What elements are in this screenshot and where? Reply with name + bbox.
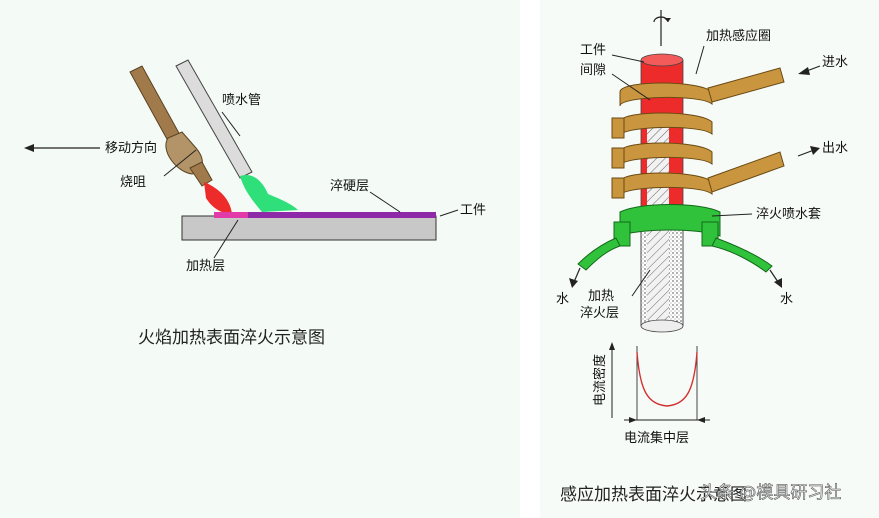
jacket-leader (711, 213, 753, 217)
heating-layer (214, 212, 248, 218)
current-density-plot (609, 342, 710, 423)
hardened-layer-label: 淬硬层 (330, 179, 369, 194)
pipe-leader (221, 111, 241, 137)
heat-layer-leader (631, 269, 651, 297)
water-in-label: 进水 (822, 55, 848, 70)
induction-caption: 感应加热表面淬火示意图 (560, 485, 747, 505)
flame-caption: 火焰加热表面淬火示意图 (138, 328, 325, 348)
water-pipe-label: 喷水管 (222, 93, 261, 108)
current-density-label: 电流密度 (592, 354, 608, 406)
flame (204, 182, 232, 214)
torch-leader (163, 149, 197, 177)
current-concentration-label: 电流集中层 (624, 430, 689, 446)
coil-leader (695, 45, 705, 75)
water-out-label: 出水 (822, 141, 848, 156)
spray-jacket-label: 淬火喷水套 (756, 206, 821, 222)
torch-label: 烧咀 (120, 175, 146, 190)
gap-label: 间隙 (580, 63, 606, 78)
heating-leader (213, 219, 239, 259)
workpiece-leader (439, 209, 459, 217)
workpiece-label: 工件 (460, 203, 486, 218)
water-pipe (175, 59, 253, 179)
move-direction-label: 移动方向 (105, 140, 157, 156)
induction-workpiece-label: 工件 (580, 43, 606, 58)
heating-layer-label: 加热层 (186, 259, 225, 274)
rotation-arrow-icon (653, 10, 671, 46)
move-direction-arrow (24, 144, 100, 152)
induction-diagram: 工件 间隙 加热感应圈 进水 出水 淬火喷水套 水 水 加热 淬火层 电流密度 (556, 10, 848, 505)
spray-jacket (577, 204, 773, 273)
heat-label-line2: 淬火层 (580, 306, 619, 321)
induction-hardening-panel: 工件 间隙 加热感应圈 进水 出水 淬火喷水套 水 水 加热 淬火层 电流密度 (540, 0, 879, 518)
flame-diagram: 移动方向 烧 (24, 59, 486, 348)
flame-workpiece (181, 215, 437, 241)
heat-label-line1: 加热 (588, 289, 614, 304)
torch (129, 65, 213, 187)
hardened-layer (214, 212, 436, 218)
hardened-leader (369, 191, 401, 213)
water-left-label: 水 (556, 292, 569, 307)
workpiece-leader (611, 54, 645, 63)
induction-coil (611, 67, 785, 199)
gap-leader (611, 73, 651, 101)
flame-hardening-panel: 移动方向 烧 (0, 0, 520, 518)
water-right-label: 水 (780, 292, 793, 307)
density-curve (636, 351, 698, 407)
water-spray (240, 174, 298, 212)
water-arrows (569, 65, 821, 288)
coil-label: 加热感应圈 (706, 28, 771, 44)
